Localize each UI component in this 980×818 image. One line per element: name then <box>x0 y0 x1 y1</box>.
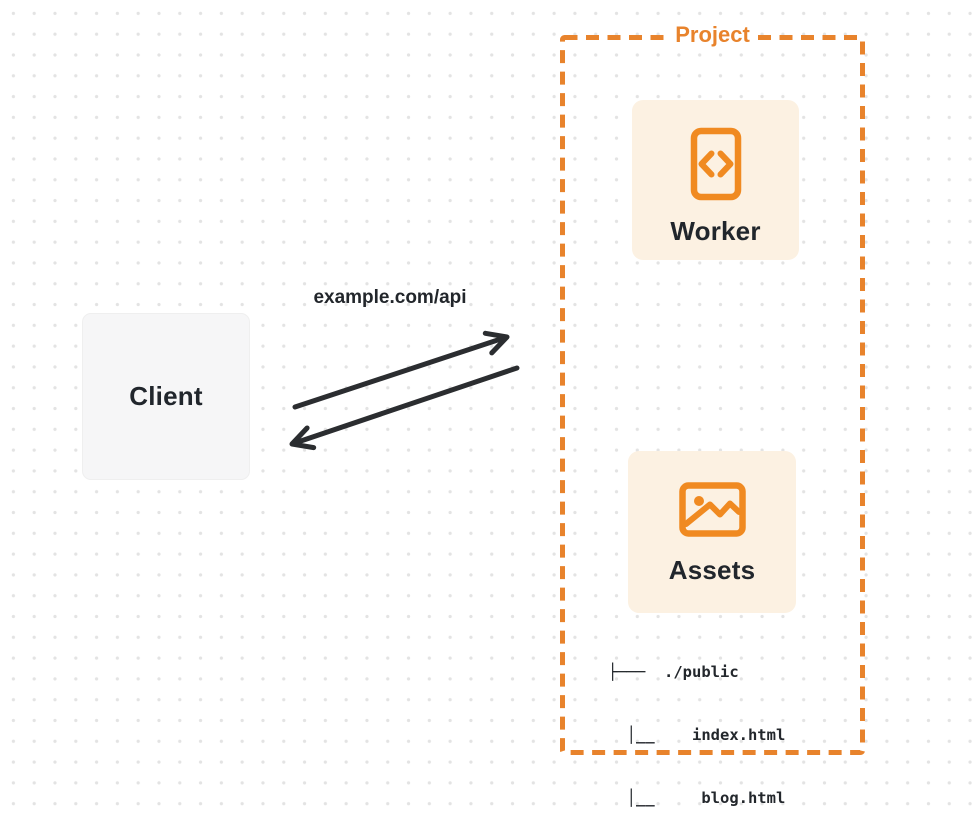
assets-node: Assets <box>628 451 796 613</box>
assets-file-tree: ├─── ./public │__ index.html │__ blog.ht… <box>608 620 785 818</box>
worker-node: Worker <box>632 100 799 260</box>
project-title: Project <box>668 21 757 49</box>
response-arrow <box>289 365 520 451</box>
file-tree-line: ├─── ./public <box>608 663 739 681</box>
client-label: Client <box>129 381 203 411</box>
code-file-icon <box>690 127 741 201</box>
request-url-label: example.com/api <box>313 287 467 308</box>
file-tree-line: │__ blog.html <box>608 789 786 807</box>
request-arrow <box>292 330 510 410</box>
client-node: Client <box>82 313 250 480</box>
assets-label: Assets <box>668 555 756 585</box>
file-tree-line: │__ index.html <box>608 726 786 744</box>
image-icon <box>678 482 746 537</box>
project-dashed-border <box>560 35 865 755</box>
worker-label: Worker <box>670 216 761 246</box>
project-title-row: Project <box>560 21 865 49</box>
